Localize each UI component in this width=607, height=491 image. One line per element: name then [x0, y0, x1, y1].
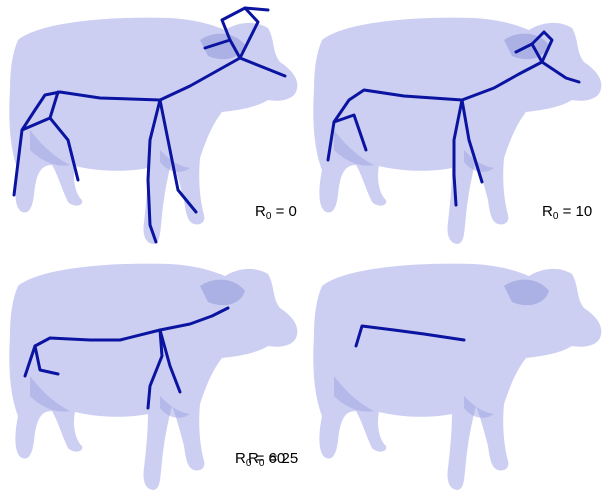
r0-label: R0 = 10 [542, 203, 592, 222]
panel-r0-60: R0 = 60 [304, 246, 607, 491]
panel-r0-0: R0 = 0 [0, 0, 303, 245]
panel-r0-10: R0 = 10 [304, 0, 607, 245]
r0-label: R0 = 60 [235, 450, 285, 469]
cow-body [313, 264, 601, 490]
r0-label: R0 = 0 [255, 203, 297, 222]
cow-figure [304, 246, 607, 491]
